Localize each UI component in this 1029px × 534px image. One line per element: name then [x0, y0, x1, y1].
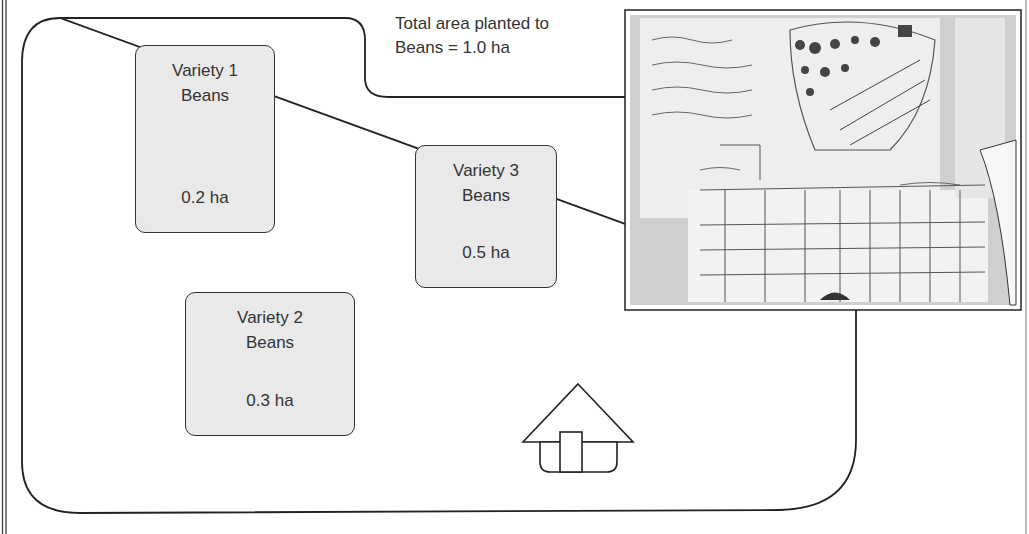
variety-name: Variety 1 Beans — [159, 58, 251, 108]
total-area-note: Total area planted to Beans = 1.0 ha — [395, 12, 585, 60]
frame-line — [2, 0, 3, 534]
variety-box: Variety 1 Beans 0.2 ha — [135, 45, 275, 233]
area-value: 0.3 ha — [246, 388, 293, 413]
frame-line — [5, 0, 6, 534]
variety-box: Variety 3 Beans 0.5 ha — [415, 145, 557, 288]
variety-name: Variety 3 Beans — [440, 158, 532, 208]
variety-name: Variety 2 Beans — [224, 305, 316, 355]
area-value: 0.5 ha — [462, 240, 509, 265]
variety-box: Variety 2 Beans 0.3 ha — [185, 292, 355, 436]
photo-inset — [625, 10, 1021, 310]
house-icon — [523, 384, 633, 472]
frame-line — [1026, 0, 1027, 534]
area-value: 0.2 ha — [181, 185, 228, 210]
